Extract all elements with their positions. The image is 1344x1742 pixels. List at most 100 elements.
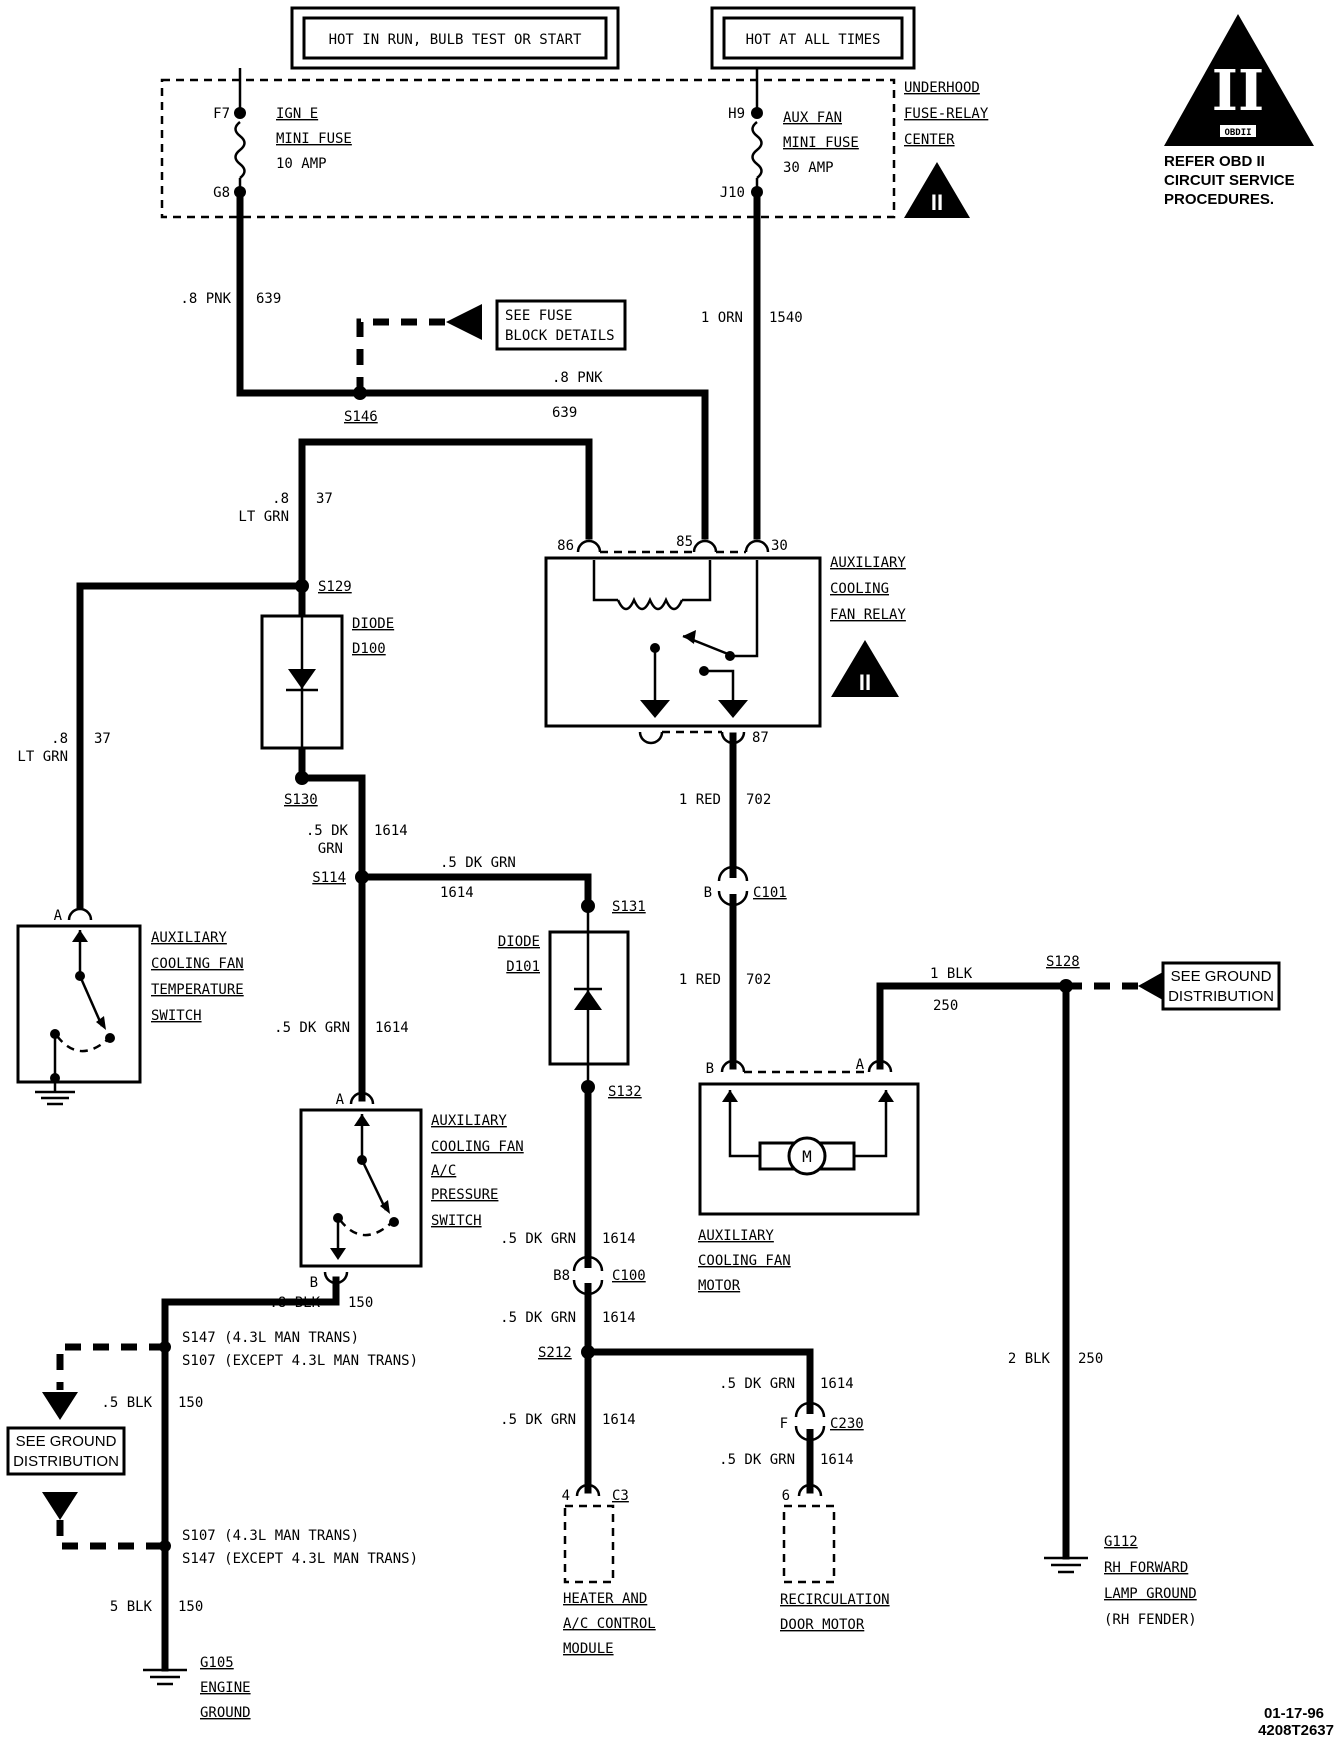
g105-line1: G105 [200,1655,234,1671]
footer-code: 4208T2637 [1258,1722,1334,1739]
w150-c-size: 5 BLK [110,1599,153,1615]
g105-line2: ENGINE [200,1680,251,1696]
s147-top-line1: S147 (4.3L MAN TRANS) [182,1330,359,1346]
w250-v-circuit: 250 [1078,1351,1103,1367]
connector-c100: B8 C100 [553,1255,646,1296]
obd-small-roman-2: II [859,670,871,695]
pressure-switch-pin-b: B [310,1275,318,1291]
hot-in-run-box: HOT IN RUN, BULB TEST OR START [290,6,620,70]
relay-pin-87: 87 [752,730,769,746]
splice-s114-dot [355,870,369,884]
recirc-motor-line1: RECIRCULATION [780,1592,890,1608]
auxiliary-cooling-fan-motor: M B A AUXILIARY COOLING FAN MOTOR [698,1057,920,1294]
relay-pin-30: 30 [771,538,788,554]
fuse-aux-line3: 30 AMP [783,160,834,176]
splice-s130-label: S130 [284,792,318,808]
relay-name-1: AUXILIARY [830,555,906,571]
footer-date: 01-17-96 [1264,1705,1324,1722]
s107-bottom-line2: S147 (EXCEPT 4.3L MAN TRANS) [182,1551,418,1567]
auxiliary-cooling-fan-relay: 86 85 30 87 AUXILIARY COOLING FAN RELAY [544,534,906,746]
pressure-switch-line2: COOLING FAN [431,1139,524,1155]
w150-b-circuit: 150 [178,1395,203,1411]
g112-line2: RH FORWARD [1104,1560,1188,1576]
hot-at-all-times-label: HOT AT ALL TIMES [746,32,881,48]
w1614-e-circuit: 1614 [602,1412,636,1428]
w150-b-size: .5 BLK [101,1395,152,1411]
fuse-center-name-2: FUSE-RELAY [904,106,989,122]
motor-pin-a: A [856,1057,865,1073]
w639-top-circuit: 639 [256,291,281,307]
w1540-circuit: 1540 [769,310,803,326]
recirc-motor-pin: 6 [782,1488,790,1504]
relay-name-2: COOLING [830,581,889,597]
connector-c101: B C101 [704,865,787,907]
c230-name: C230 [830,1416,864,1432]
fuse-ign-line1: IGN E [276,106,318,122]
relay-pin-85: 85 [676,534,693,550]
w1540-size: 1 ORN [701,310,743,326]
obd-note-line1: REFER OBD II [1164,153,1265,170]
c101-name: C101 [753,885,787,901]
diode-d100: DIODE D100 [260,614,394,750]
pressure-switch-line3: A/C [431,1163,456,1179]
obd-note-line3: PROCEDURES. [1164,191,1274,208]
heater-ac-control-module: 4 C3 HEATER AND A/C CONTROL MODULE [562,1483,656,1657]
pressure-switch-line5: SWITCH [431,1213,482,1229]
fuse-ign-line2: MINI FUSE [276,131,352,147]
fuse-center-name-1: UNDERHOOD [904,80,980,96]
obd-note-line2: CIRCUIT SERVICE [1164,172,1295,189]
temp-switch-line4: SWITCH [151,1008,202,1024]
motor-line3: MOTOR [698,1278,741,1294]
w1614-c-circuit: 1614 [602,1231,636,1247]
c100-name: C100 [612,1268,646,1284]
w1614-f-circuit: 1614 [820,1376,854,1392]
splice-s129-dot [295,579,309,593]
obd-box-label: OBDII [1224,128,1251,138]
connector-c230: F C230 [780,1401,864,1442]
w250-v-size: 2 BLK [1008,1351,1051,1367]
heater-module-line1: HEATER AND [563,1591,647,1607]
pressure-switch-line4: PRESSURE [431,1187,498,1203]
splice-s146-label: S146 [344,409,378,425]
w702-a-size: 1 RED [679,792,721,808]
g105-line3: GROUND [200,1705,251,1721]
c100-pin: B8 [553,1268,570,1284]
diode-d100-line2: D100 [352,641,386,657]
underhood-fuse-relay-center: UNDERHOOD FUSE-RELAY CENTER [160,78,989,219]
splice-s129-label: S129 [318,579,352,595]
splice-s132-label: S132 [608,1084,642,1100]
w1614-g-circuit: 1614 [820,1452,854,1468]
diode-d101-line2: D101 [506,959,540,975]
wire-labels: .8 PNK 639 1 ORN 1540 .8 PNK 639 .8 LT G… [17,291,1103,1615]
diode-d100-line1: DIODE [352,616,394,632]
relay-name-3: FAN RELAY [830,607,906,623]
w1614-e-size: .5 DK GRN [500,1412,576,1428]
heater-module-connector: C3 [612,1488,629,1504]
w702-a-circuit: 702 [746,792,771,808]
hot-in-run-label: HOT IN RUN, BULB TEST OR START [329,32,582,48]
w1614-b-circuit: 1614 [375,1020,409,1036]
relay-pin-86: 86 [557,538,574,554]
footer: 01-17-96 4208T2637 [1258,1705,1334,1739]
fuse-aux-line1: AUX FAN [783,110,842,126]
s107-bottom-line1: S107 (4.3L MAN TRANS) [182,1528,359,1544]
c101-pin: B [704,885,712,901]
fuse-ign-top-pin: F7 [213,106,230,122]
w639-top-size: .8 PNK [180,291,231,307]
hot-at-all-times-box: HOT AT ALL TIMES [710,6,916,70]
diode-d101: DIODE D101 [498,906,630,1087]
see-fuse-line2: BLOCK DETAILS [505,328,615,344]
pressure-switch-pin-a: A [336,1092,345,1108]
left-ground-chain: SEE GROUND DISTRIBUTION S147 (4.3L MAN T… [6,1330,418,1567]
w37-a-size2: LT GRN [238,509,289,525]
w150-a-size: .8 BLK [269,1295,320,1311]
splice-s114-label: S114 [312,870,346,886]
w1614-a-circuit: 1614 [374,823,408,839]
wire-network [76,192,1070,1672]
w702-b-size: 1 RED [679,972,721,988]
see-ground-left-line1: SEE GROUND [16,1433,117,1450]
fuse-aux-bottom-pin: J10 [720,185,745,201]
g112-line1: G112 [1104,1534,1138,1550]
g112-line3: LAMP GROUND [1104,1586,1197,1602]
recirculation-door-motor: 6 RECIRCULATION DOOR MOTOR [780,1483,890,1633]
